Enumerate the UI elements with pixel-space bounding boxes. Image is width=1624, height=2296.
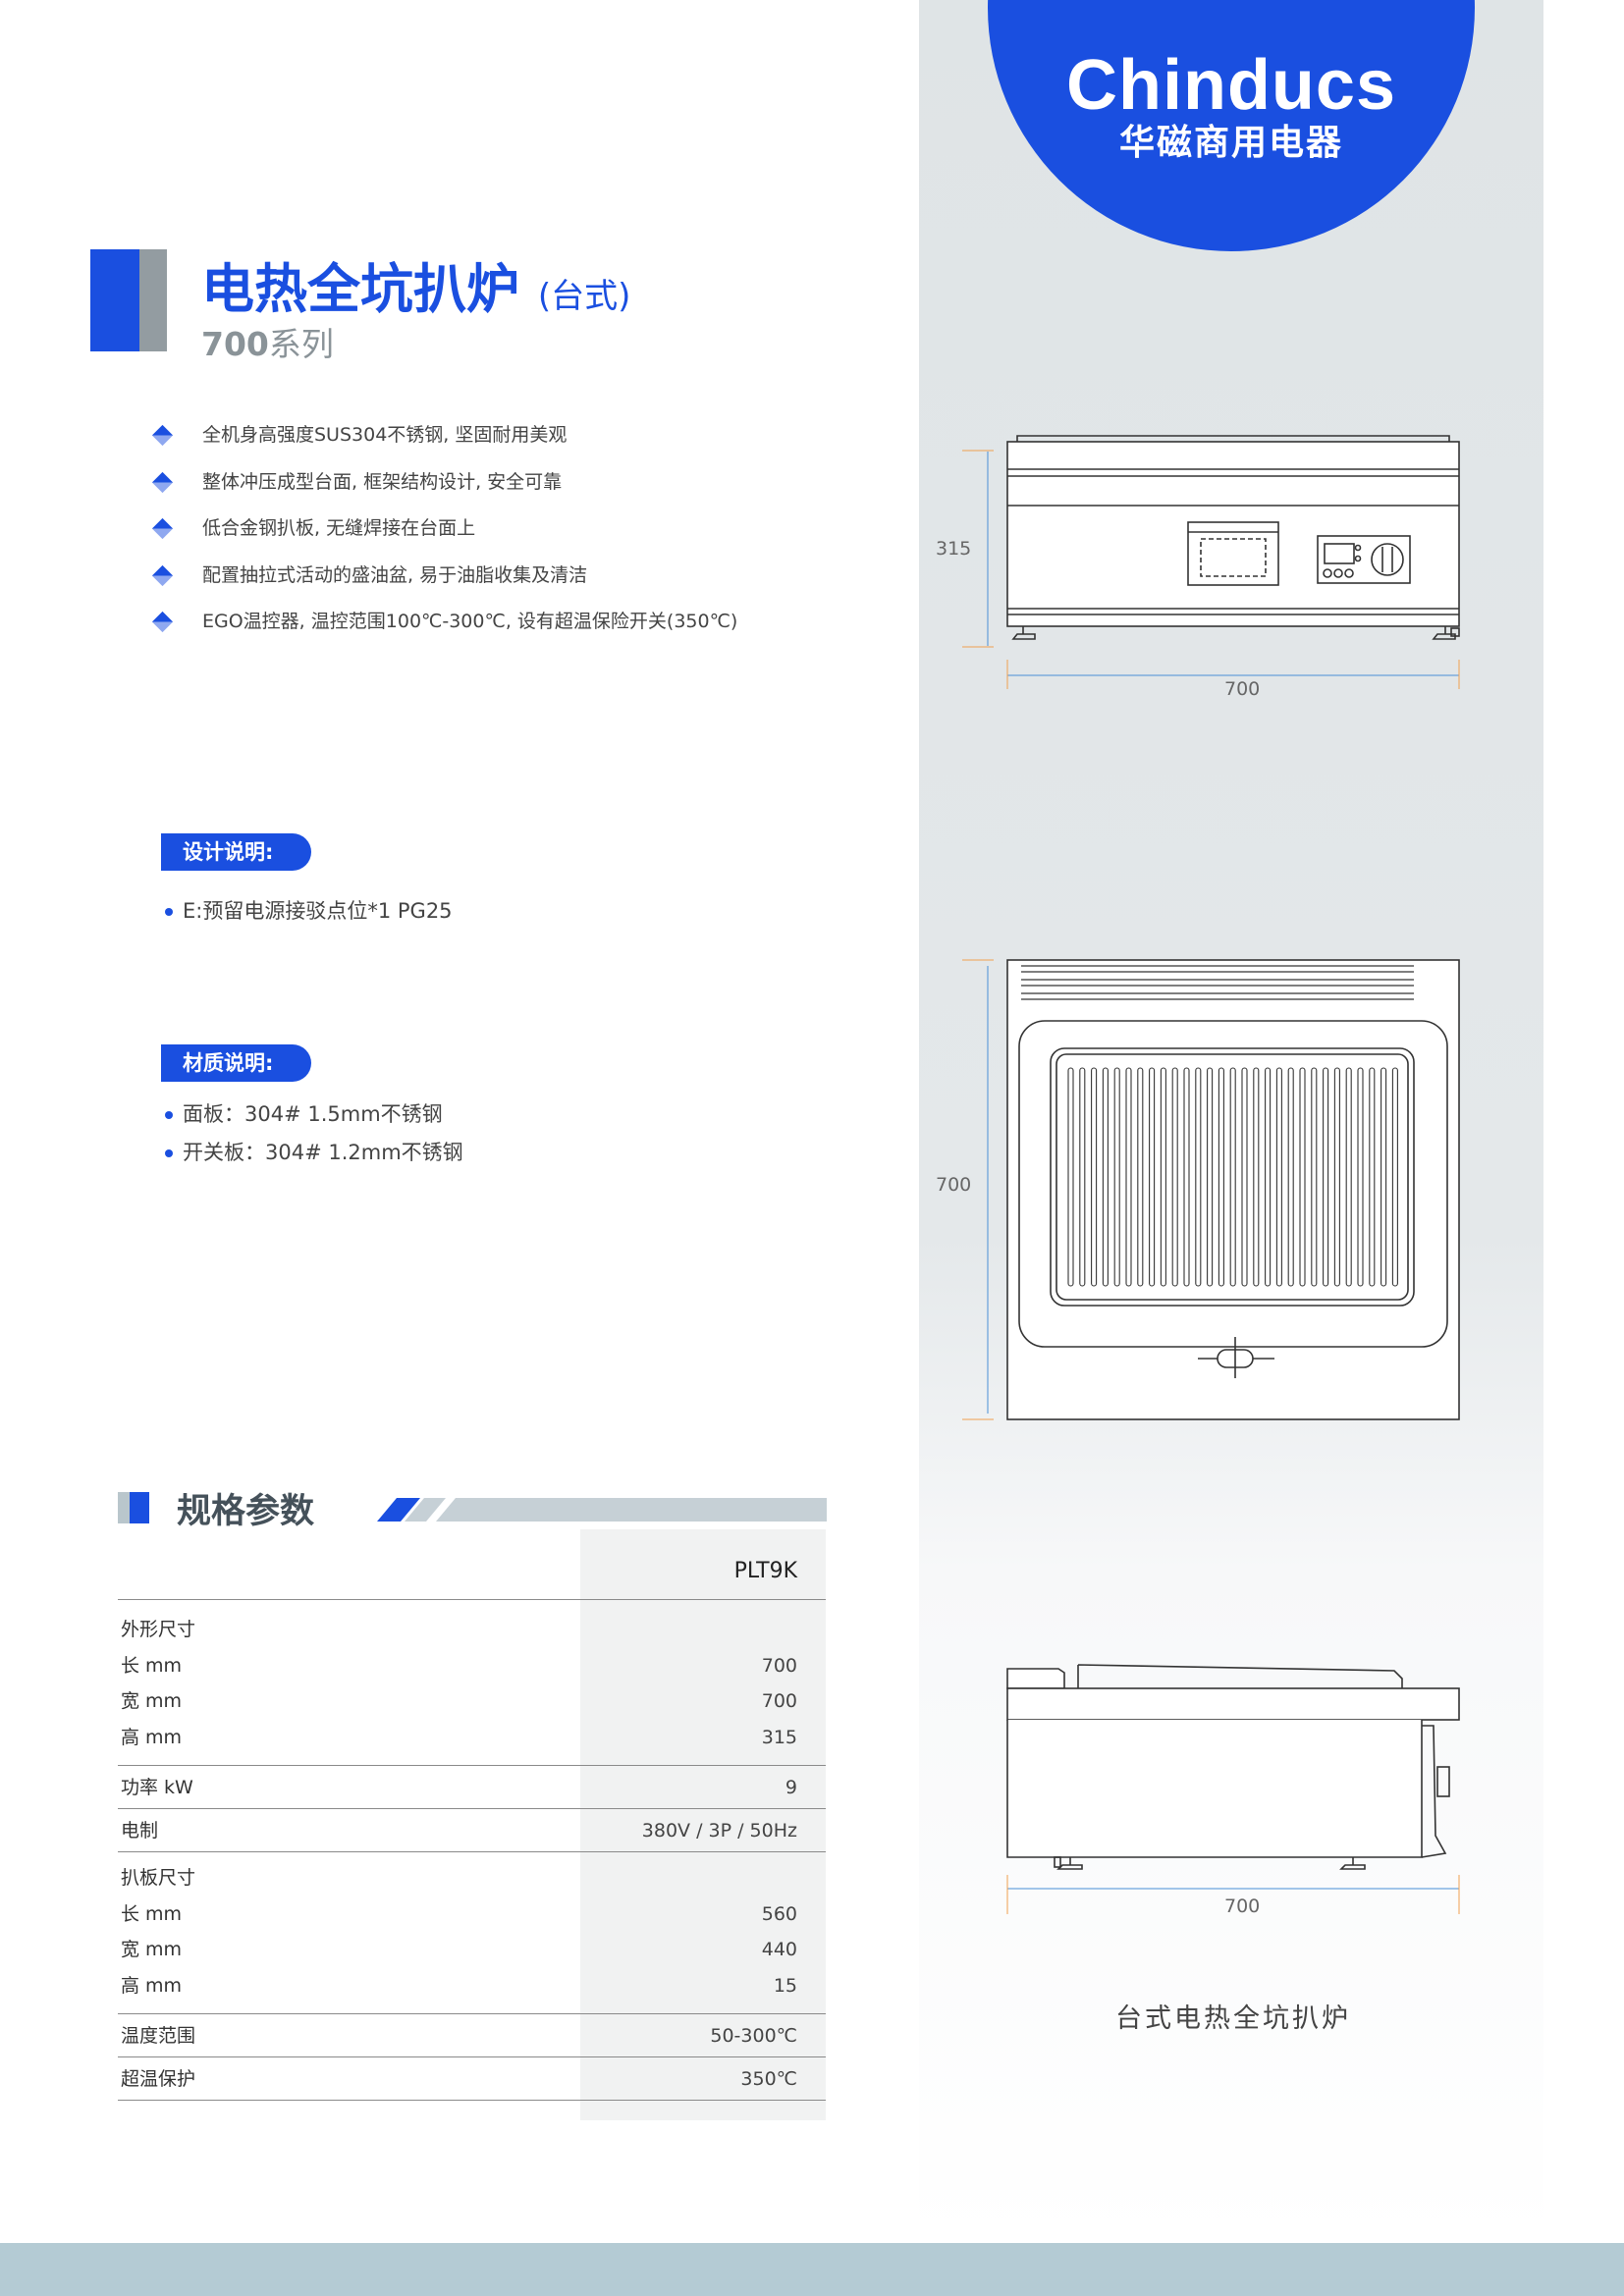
series-number: 700 bbox=[201, 325, 269, 363]
spec-title: 规格参数 bbox=[177, 1492, 315, 1531]
title-accent-blue bbox=[90, 249, 139, 351]
page-title: 电热全坑扒炉 (台式) bbox=[201, 245, 630, 323]
material-tag: 材质说明: bbox=[161, 1044, 311, 1082]
top-depth-dimension: 700 bbox=[936, 1174, 972, 1196]
brand-name-en: Chinducs bbox=[1065, 46, 1396, 125]
title-accent-grey bbox=[139, 249, 167, 351]
design-list: E:预留电源接驳点位*1 PG25 bbox=[165, 896, 453, 934]
table-row: 扒板尺寸 bbox=[121, 1867, 196, 1889]
feature-item: 全机身高强度SUS304不锈钢, 坚固耐用美观 bbox=[151, 420, 737, 467]
diamond-bullet-icon bbox=[151, 564, 174, 586]
material-list: 面板：304# 1.5mm不锈钢 开关板：304# 1.2mm不锈钢 bbox=[165, 1099, 463, 1176]
design-tag: 设计说明: bbox=[161, 833, 311, 871]
diamond-bullet-icon bbox=[151, 611, 174, 633]
spec-accent-blue bbox=[130, 1492, 149, 1523]
footer-band bbox=[0, 2243, 1624, 2296]
diamond-bullet-icon bbox=[151, 424, 174, 447]
series-text: 系列 bbox=[268, 325, 334, 363]
design-item: E:预留电源接驳点位*1 PG25 bbox=[165, 896, 453, 934]
series-label: 700系列 bbox=[201, 318, 334, 365]
front-height-dimension: 315 bbox=[936, 538, 972, 560]
diamond-bullet-icon bbox=[151, 517, 174, 540]
drawing-caption: 台式电热全坑扒炉 bbox=[1115, 2003, 1351, 2034]
spec-table-header: PLT9K bbox=[118, 1529, 826, 1600]
feature-item: 低合金钢扒板, 无缝焊接在台面上 bbox=[151, 513, 737, 561]
model-name: PLT9K bbox=[733, 1559, 797, 1583]
top-view-drawing bbox=[962, 959, 1460, 1420]
diamond-bullet-icon bbox=[151, 471, 174, 493]
spec-model-column-bg bbox=[580, 1529, 826, 2120]
material-item: 面板：304# 1.5mm不锈钢 bbox=[165, 1099, 463, 1138]
feature-item: 配置抽拉式活动的盛油盆, 易于油脂收集及清洁 bbox=[151, 561, 737, 608]
title-sub-text: (台式) bbox=[537, 277, 631, 316]
front-width-dimension: 700 bbox=[1224, 678, 1261, 700]
spec-stripe-decoration bbox=[377, 1498, 827, 1522]
front-view-drawing bbox=[962, 435, 1460, 689]
feature-list: 全机身高强度SUS304不锈钢, 坚固耐用美观 整体冲压成型台面, 框架结构设计… bbox=[151, 420, 737, 654]
material-item: 开关板：304# 1.2mm不锈钢 bbox=[165, 1138, 463, 1176]
feature-item: 整体冲压成型台面, 框架结构设计, 安全可靠 bbox=[151, 467, 737, 514]
title-main-text: 电热全坑扒炉 bbox=[201, 258, 519, 320]
spec-accent-grey bbox=[118, 1492, 130, 1523]
table-row: 外形尺寸 bbox=[121, 1619, 196, 1640]
brand-name-cn: 华磁商用电器 bbox=[1118, 123, 1343, 163]
feature-item: EGO温控器, 温控范围100℃-300℃, 设有超温保险开关(350℃) bbox=[151, 607, 737, 654]
side-view-drawing bbox=[1006, 1664, 1460, 1914]
side-width-dimension: 700 bbox=[1224, 1896, 1261, 1917]
